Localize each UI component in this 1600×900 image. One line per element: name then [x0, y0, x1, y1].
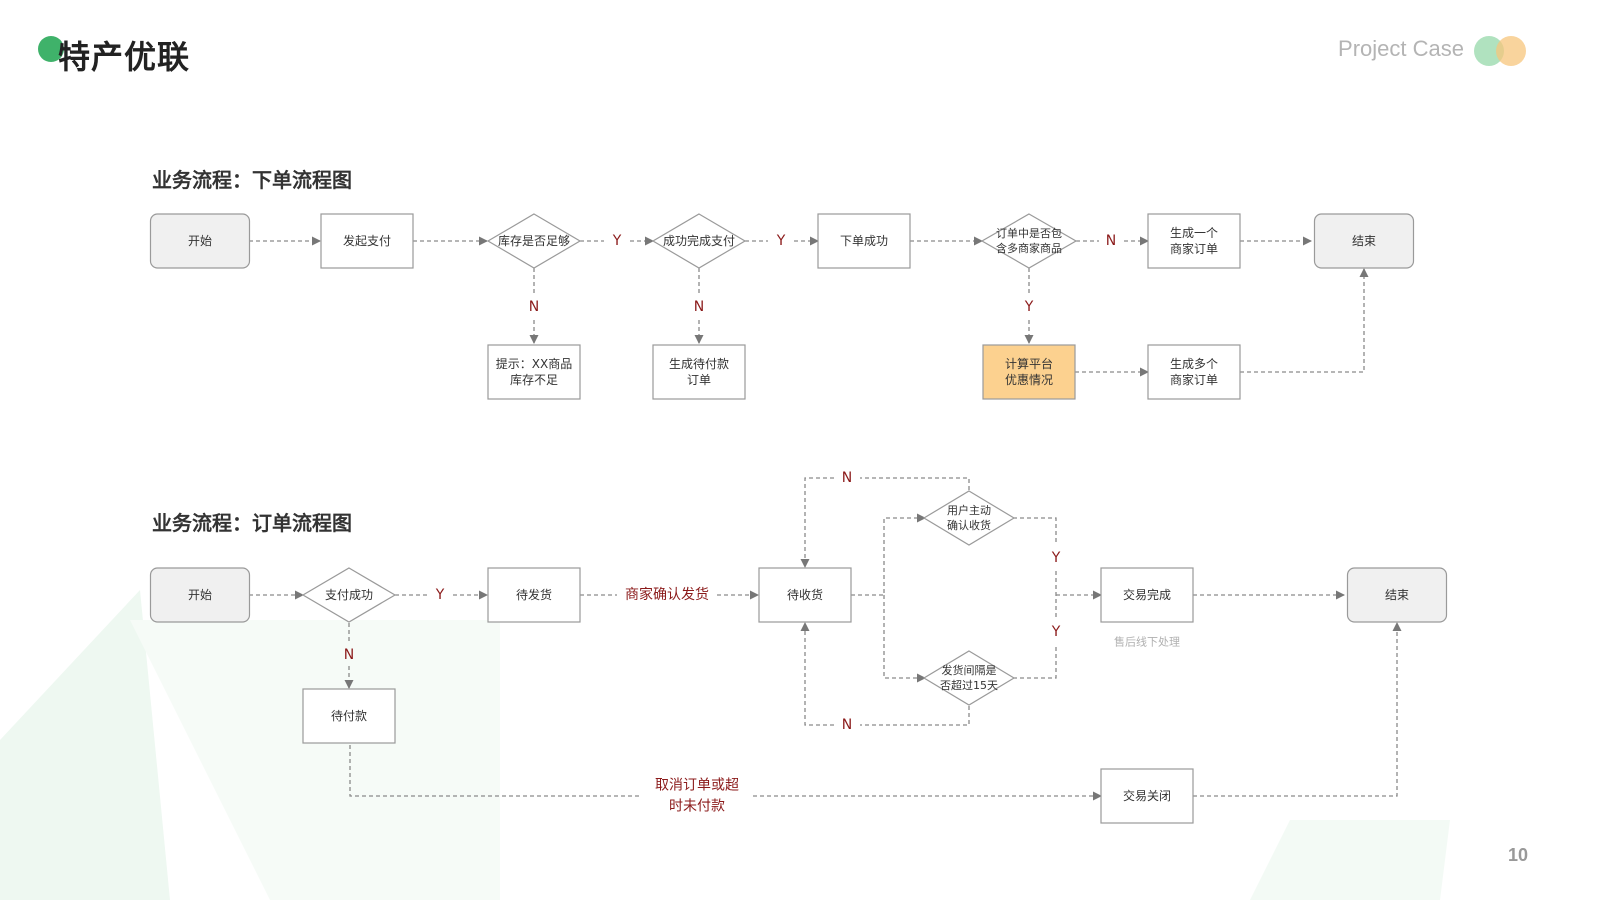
flow2-pay-check: 支付成功	[301, 567, 397, 623]
flow2-no-label-text: N	[842, 470, 852, 486]
flow2-yes-label: Y	[1051, 550, 1061, 566]
flow1-yes-label-text: Y	[776, 233, 786, 249]
flow2-timeout-check-text: 否超过15天	[940, 678, 998, 692]
flow2-to-receive-text: 待收货	[787, 587, 823, 602]
flow2-end-text: 结束	[1385, 588, 1409, 602]
flow1-yes-label: Y	[612, 233, 622, 249]
flow2-title: 业务流程：订单流程图	[152, 511, 352, 535]
flow2-yes-label: Y	[1051, 624, 1061, 640]
flow2-deal-complete: 交易完成	[1100, 567, 1194, 623]
flow1-no-label-text: N	[529, 299, 539, 315]
flow1-single-order-text: 生成一个	[1170, 226, 1218, 240]
flow2-yes-label-text: Y	[1051, 624, 1061, 640]
flow2-deal-complete-text: 交易完成	[1123, 587, 1171, 602]
flow1-start-text: 开始	[188, 234, 212, 248]
flow2-merchant-ship-label-text: 商家确认发货	[625, 586, 709, 603]
flow2-pay-check-text: 支付成功	[325, 588, 373, 602]
flow1-multi-merchant-check-text: 含多商家商品	[996, 241, 1062, 255]
flow2-end: 结束	[1346, 567, 1448, 623]
flow2-to-pay: 待付款	[302, 688, 396, 744]
flow1-no-label: N	[529, 299, 539, 315]
flow1-order-success: 下单成功	[817, 213, 911, 269]
flow1-payment-check: 成功完成支付	[651, 213, 747, 269]
flow2-to-pay-text: 待付款	[331, 709, 367, 723]
flow1-no-label-text: N	[1106, 233, 1116, 249]
flow2-no-label-text: N	[344, 647, 354, 663]
slide-title: 特产优联	[58, 38, 191, 76]
flow1-start: 开始	[149, 213, 251, 269]
flow2-cancel-label-text: 时未付款	[669, 799, 725, 815]
flow2-deal-closed-text: 交易关闭	[1123, 788, 1171, 803]
orange-circle-icon	[1496, 36, 1526, 66]
flow2-to-ship-text: 待发货	[516, 587, 552, 602]
flow1-end: 结束	[1313, 213, 1415, 269]
flow1-initiate-payment-text: 发起支付	[343, 233, 391, 248]
flow2-yes-label: Y	[435, 587, 445, 603]
flow2-timeout-check-text: 发货间隔是	[942, 663, 997, 677]
flow2-no-label: N	[842, 717, 852, 733]
flow1-stock-check: 库存是否足够	[486, 213, 582, 269]
flow1-multi-orders-text: 商家订单	[1170, 372, 1218, 387]
flow1-no-label-text: N	[694, 299, 704, 315]
flow1-yes-label-text: Y	[1024, 299, 1034, 315]
flow2-no-label-text: N	[842, 717, 852, 733]
flow1-pending-payment-order-text: 生成待付款	[669, 357, 729, 371]
flow1-no-label: N	[694, 299, 704, 315]
flow2-aftersale-label-text: 售后线下处理	[1114, 635, 1180, 649]
flow1-no-label: N	[1106, 233, 1116, 249]
title-dot-icon	[38, 36, 64, 62]
flow2-deal-closed: 交易关闭	[1100, 768, 1194, 824]
flow1-stock-tip-text: 库存不足	[510, 372, 558, 387]
flow1-end-text: 结束	[1352, 234, 1376, 248]
page-number: 10	[1507, 845, 1528, 865]
flow2-yes-label-text: Y	[435, 587, 445, 603]
flow1-payment-check-text: 成功完成支付	[663, 233, 735, 248]
project-case-label: Project Case	[1338, 36, 1464, 61]
flow2-user-confirm-text: 用户主动	[947, 503, 991, 517]
flow1-calc-discount-text: 计算平台	[1005, 356, 1053, 371]
flow1-initiate-payment: 发起支付	[320, 213, 414, 269]
flow2-aftersale-label: 售后线下处理	[1114, 635, 1180, 649]
flow2-start: 开始	[149, 567, 251, 623]
flow2-start-text: 开始	[188, 588, 212, 602]
flow1-yes-label: Y	[1024, 299, 1034, 315]
flow2-user-confirm-text: 确认收货	[947, 518, 991, 532]
flow1-multi-merchant-check-text: 订单中是否包	[996, 227, 1062, 240]
flow2-cancel-label-text: 取消订单或超	[655, 778, 739, 794]
flow2-to-ship: 待发货	[487, 567, 581, 623]
flow1-stock-check-text: 库存是否足够	[498, 233, 570, 248]
flow2-merchant-ship-label: 商家确认发货	[625, 586, 709, 603]
flow1-order-success-text: 下单成功	[840, 234, 888, 248]
flow1-title: 业务流程：下单流程图	[152, 168, 352, 192]
flow1-calc-discount-text: 优惠情况	[1005, 373, 1053, 387]
flow1-stock-tip-text: 提示：XX商品	[496, 356, 572, 371]
flow2-to-receive: 待收货	[758, 567, 852, 623]
flow2-no-label: N	[842, 470, 852, 486]
flow1-yes-label: Y	[776, 233, 786, 249]
flow1-single-order-text: 商家订单	[1170, 241, 1218, 256]
flow1-pending-payment-order-text: 订单	[687, 373, 711, 387]
flow1-yes-label-text: Y	[612, 233, 622, 249]
flow2-no-label: N	[344, 647, 354, 663]
flow2-yes-label-text: Y	[1051, 550, 1061, 566]
flow1-multi-orders-text: 生成多个	[1170, 357, 1218, 371]
